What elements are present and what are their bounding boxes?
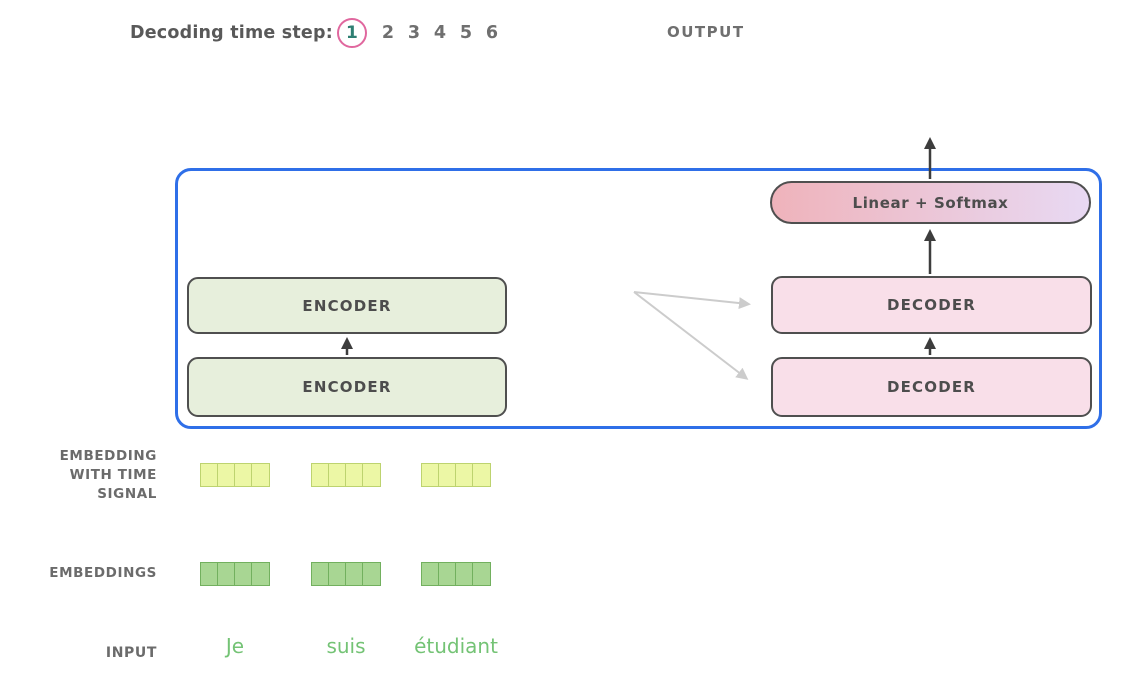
input-label: INPUT — [105, 645, 157, 661]
time-signal-vector-3 — [421, 463, 491, 487]
vector-cell — [311, 463, 330, 487]
vector-cell — [362, 562, 381, 586]
vector-cell — [362, 463, 381, 487]
vector-cell — [438, 562, 457, 586]
decoding-time-step-label: Decoding time step: — [130, 23, 333, 43]
vector-cell — [328, 562, 347, 586]
input-word-2: suis — [326, 634, 366, 658]
vector-cell — [200, 562, 219, 586]
vector-cell — [234, 562, 253, 586]
output-label: OUTPUT — [667, 23, 745, 41]
vector-cell — [455, 562, 474, 586]
vector-cell — [345, 562, 364, 586]
decoder-block-top: DECODER — [771, 276, 1092, 334]
step-number-6: 6 — [485, 23, 499, 43]
embedding-with-time-signal-label: EMBEDDING WITH TIME SIGNAL — [59, 448, 157, 502]
encoder-top-label: ENCODER — [302, 296, 392, 315]
encoder-block-top: ENCODER — [187, 277, 507, 334]
step-number-2: 2 — [381, 23, 395, 43]
vector-cell — [472, 463, 491, 487]
vector-cell — [438, 463, 457, 487]
vector-cell — [217, 463, 236, 487]
encoder-bottom-label: ENCODER — [302, 378, 392, 396]
linear-softmax-label: Linear + Softmax — [852, 193, 1009, 212]
decoder-top-label: DECODER — [886, 296, 977, 314]
time-signal-vector-1 — [200, 463, 270, 487]
encoder-block-bottom: ENCODER — [187, 357, 507, 417]
vector-cell — [421, 562, 440, 586]
time-signal-vector-2 — [311, 463, 381, 487]
embedding-vector-3 — [421, 562, 491, 586]
input-word-3: étudiant — [414, 634, 498, 658]
vector-cell — [217, 562, 236, 586]
vector-cell — [251, 562, 270, 586]
current-step-number: 1 — [346, 23, 358, 43]
embeddings-label: EMBEDDINGS — [49, 565, 157, 581]
embedding-vector-2 — [311, 562, 381, 586]
transformer-frame — [175, 168, 1102, 429]
vector-cell — [251, 463, 270, 487]
vector-cell — [472, 562, 491, 586]
step-number-5: 5 — [459, 23, 473, 43]
vector-cell — [200, 463, 219, 487]
vector-cell — [345, 463, 364, 487]
vector-cell — [421, 463, 440, 487]
step-number-4: 4 — [433, 23, 447, 43]
vector-cell — [455, 463, 474, 487]
decoding-time-step-indicator: Decoding time step: 1 2 3 4 5 6 — [130, 18, 505, 48]
embedding-vector-1 — [200, 562, 270, 586]
vector-cell — [311, 562, 330, 586]
vector-cell — [234, 463, 253, 487]
vector-cell — [328, 463, 347, 487]
current-step-circle: 1 — [336, 18, 367, 48]
decoder-bottom-label: DECODER — [886, 378, 977, 396]
input-word-1: Je — [225, 634, 245, 658]
step-number-3: 3 — [407, 23, 421, 43]
decoder-block-bottom: DECODER — [771, 357, 1092, 417]
linear-softmax-block: Linear + Softmax — [770, 181, 1091, 224]
